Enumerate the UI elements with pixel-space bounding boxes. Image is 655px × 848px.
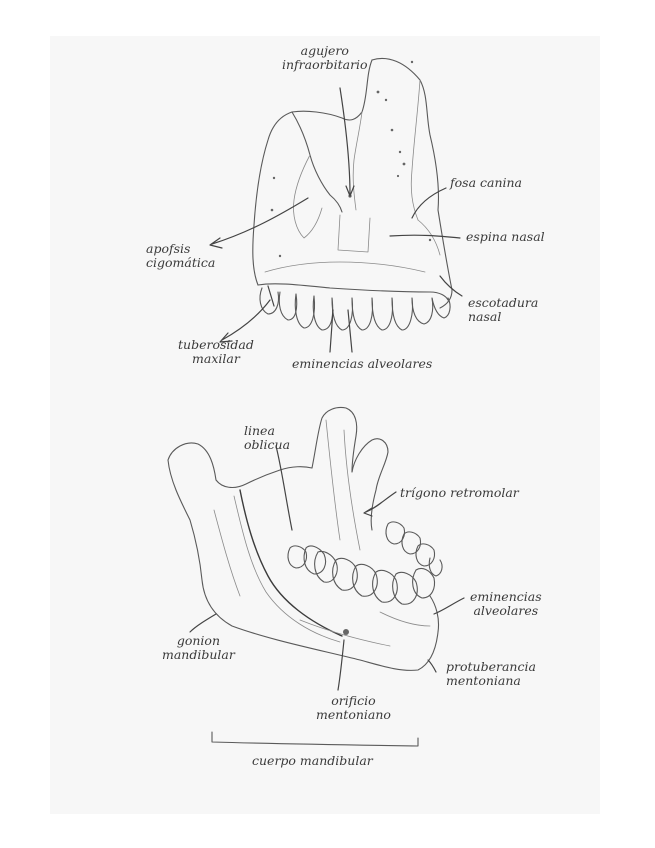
label-line: trígono retromolar <box>400 485 519 500</box>
label-line: apofsis <box>146 241 191 256</box>
label-line: gonion <box>176 633 220 648</box>
label-line: escotadura <box>468 295 539 310</box>
label-orificio-mentoniano: orificio mentoniano <box>316 694 391 722</box>
label-line: mentoniano <box>316 707 391 722</box>
label-linea-oblicua: linea oblicua <box>244 424 290 452</box>
label-line: eminencias <box>470 589 542 604</box>
label-line: alveolares <box>473 603 539 618</box>
label-line: eminencias alveolares <box>292 356 433 371</box>
maxilla-dots <box>270 60 432 258</box>
label-trigono-retromolar: trígono retromolar <box>400 486 519 500</box>
maxilla-sketch <box>209 57 463 353</box>
label-line: maxilar <box>192 351 240 366</box>
label-gonion-mandibular: gonion mandibular <box>162 634 235 662</box>
maxilla-teeth <box>259 287 451 331</box>
label-escotadura-nasal: escotadura nasal <box>468 296 538 324</box>
paper-sheet <box>50 36 600 814</box>
mandible-arrows <box>189 445 465 691</box>
label-line: infraorbitario <box>282 57 368 72</box>
cuerpo-bracket <box>211 731 419 747</box>
maxilla-outline <box>371 57 453 309</box>
label-line: cigomática <box>146 255 216 270</box>
label-line: espina nasal <box>466 229 545 244</box>
label-eminencias-alveolares-mandibula: eminencias alveolares <box>470 590 542 618</box>
label-eminencias-alveolares-maxilar: eminencias alveolares <box>292 357 432 371</box>
label-protuberancia-mentoniana: protuberancia mentoniana <box>446 660 536 688</box>
label-line: oblicua <box>244 437 291 452</box>
label-line: orificio <box>331 693 376 708</box>
label-cuerpo-mandibular: cuerpo mandibular <box>252 754 373 768</box>
label-espina-nasal: espina nasal <box>466 230 545 244</box>
mandible-teeth <box>287 521 443 605</box>
label-line: nasal <box>468 309 502 324</box>
label-line: protuberancia <box>446 659 536 674</box>
label-line: agujero <box>300 43 349 58</box>
mandible-sketch <box>167 406 465 747</box>
label-line: mentoniana <box>446 673 521 688</box>
label-tuberosidad-maxilar: tuberosidad maxilar <box>178 338 254 366</box>
maxilla-arrows <box>209 87 463 353</box>
label-fosa-canina: fosa canina <box>450 176 522 190</box>
label-agujero-infraorbitario: agujero infraorbitario <box>282 44 368 72</box>
label-line: tuberosidad <box>178 337 254 352</box>
maxilla-alveolar <box>257 283 449 301</box>
label-apofisis-cigomatica: apofsis cigomática <box>146 242 215 270</box>
label-line: fosa canina <box>450 175 522 190</box>
label-line: linea <box>244 423 275 438</box>
mandible-outline <box>167 442 313 489</box>
label-line: mandibular <box>162 647 235 662</box>
label-line: cuerpo mandibular <box>252 753 373 768</box>
